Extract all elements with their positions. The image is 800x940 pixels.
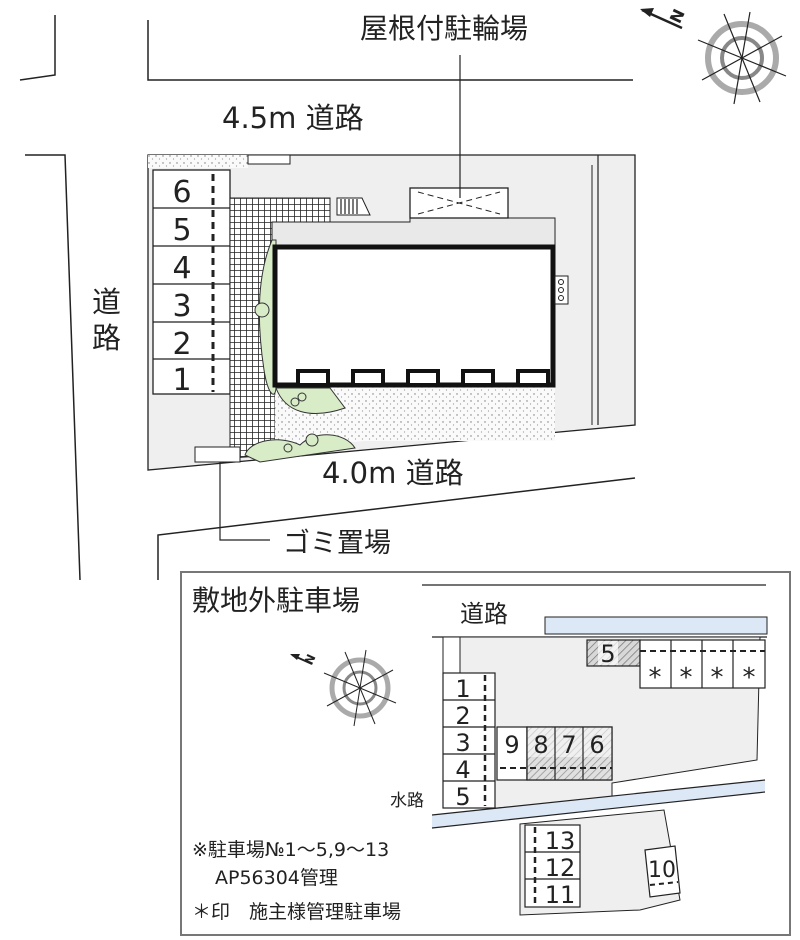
parking-slots: 6 5 4 3 2 1 xyxy=(152,169,231,398)
offsite-slot-6: 6 xyxy=(589,731,604,759)
offsite-slot-7: 7 xyxy=(561,731,576,759)
parking-slot-5: 5 xyxy=(172,213,191,248)
offsite-slot-3: 3 xyxy=(455,729,470,757)
offsite-slot-2: 2 xyxy=(455,702,470,730)
owner-slot: * xyxy=(649,663,662,693)
offsite-parking-panel: 敷地外駐車場 道路 水路 1 2 3 4 5 9 8 7 6 xyxy=(180,571,791,936)
owner-slot: * xyxy=(711,663,724,693)
building xyxy=(272,244,569,388)
offsite-slot-13: 13 xyxy=(545,827,576,855)
garbage-label: ゴミ置場 xyxy=(283,528,391,559)
compass-icon: N xyxy=(640,6,787,105)
owner-slot: * xyxy=(680,663,693,693)
stairs-icon xyxy=(336,197,371,216)
offsite-parking-title: 敷地外駐車場 xyxy=(192,584,360,617)
note-line-3: ＊印 施主様管理駐車場 xyxy=(192,901,401,923)
offsite-slot-12: 12 xyxy=(545,854,576,882)
greenery xyxy=(244,239,356,463)
road-lines xyxy=(19,15,636,581)
offsite-slot-8: 8 xyxy=(533,731,548,759)
parking-slot-3: 3 xyxy=(172,289,191,324)
note-line-1: ※駐車場№1～5,9～13 xyxy=(192,839,389,861)
garbage-area xyxy=(194,446,241,463)
parking-slot-2: 2 xyxy=(172,327,191,362)
offsite-slot-1: 1 xyxy=(455,675,470,703)
offsite-slot-5-top: 5 xyxy=(600,640,615,668)
offsite-slot-10: 10 xyxy=(648,858,676,883)
owner-slot: * xyxy=(743,663,756,693)
left-road-label-2: 路 xyxy=(92,321,121,355)
parking-slot-6: 6 xyxy=(172,175,191,210)
bicycle-shelter xyxy=(409,187,509,219)
bicycle-shelter-label: 屋根付駐輪場 xyxy=(360,12,528,45)
bottom-road-label: 4.0m 道路 xyxy=(322,456,464,490)
parking-slot-1: 1 xyxy=(172,363,191,398)
parking-slot-4: 4 xyxy=(172,251,191,286)
waterway-label: 水路 xyxy=(390,791,424,811)
offsite-road-label: 道路 xyxy=(460,600,508,628)
offsite-slot-5: 5 xyxy=(455,783,470,811)
offsite-slot-9: 9 xyxy=(504,731,519,759)
note-line-2: AP56304管理 xyxy=(215,867,338,889)
offsite-slot-11: 11 xyxy=(545,881,576,909)
top-road-label: 4.5m 道路 xyxy=(222,101,364,135)
left-road-label-1: 道 xyxy=(92,285,121,319)
offsite-slot-4: 4 xyxy=(455,756,470,784)
